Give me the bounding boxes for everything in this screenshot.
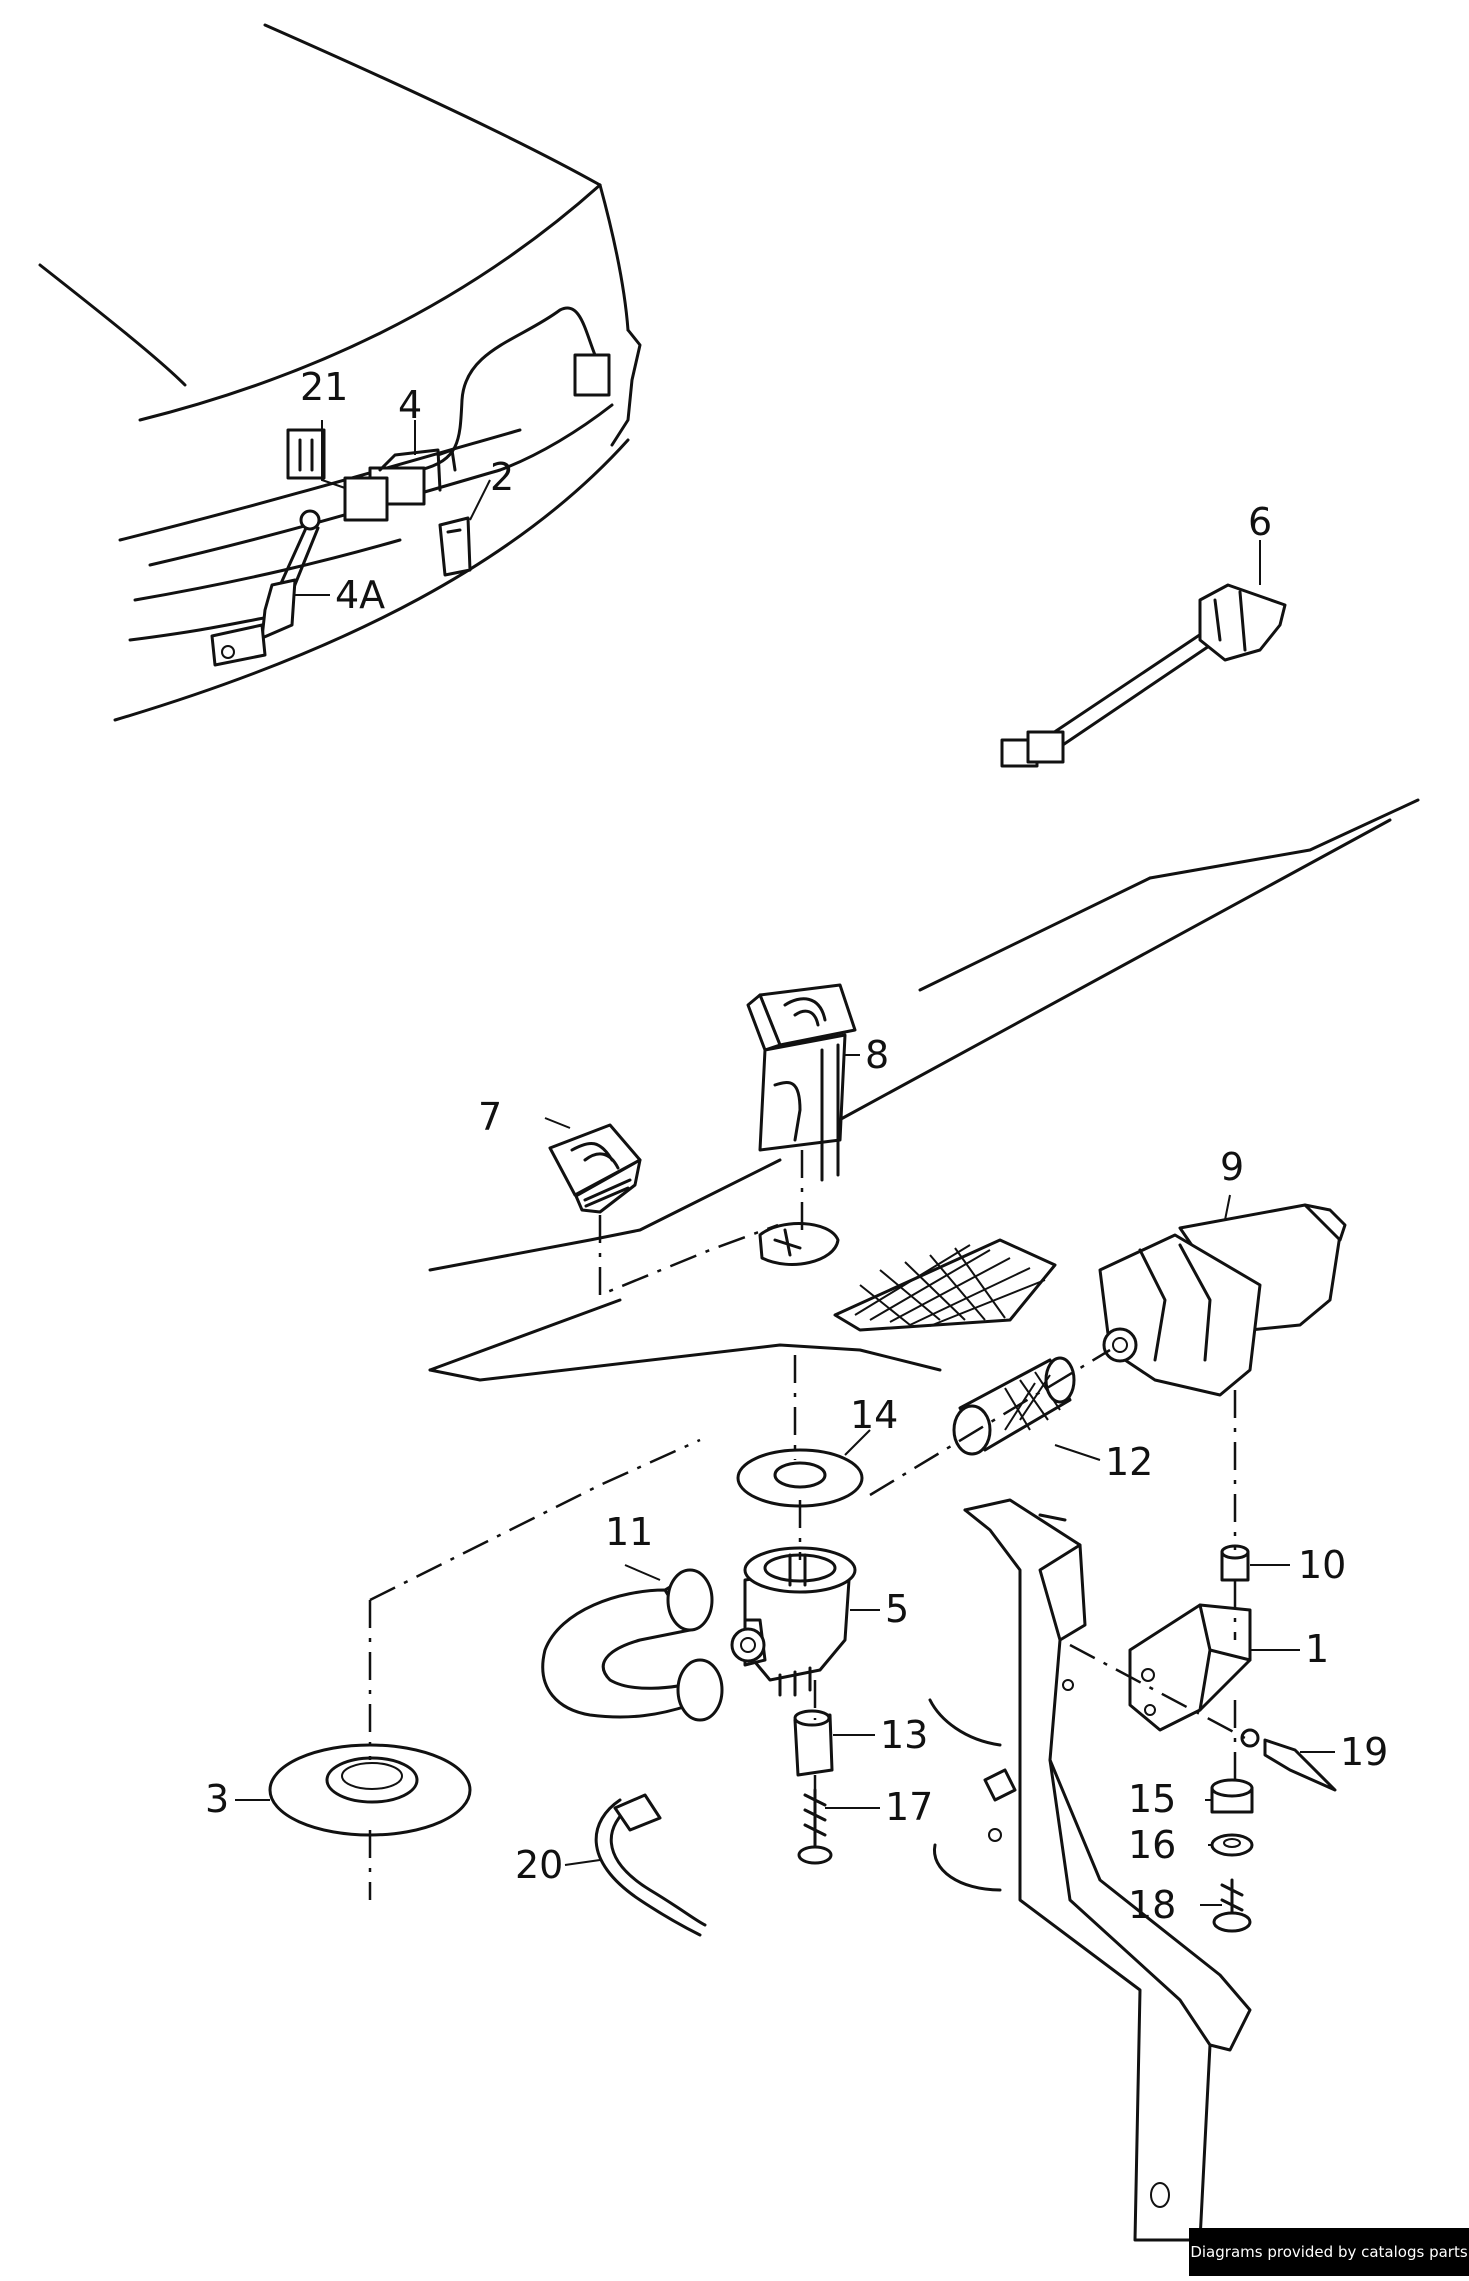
washer-16 (1210, 1833, 1254, 1857)
grille-mesh (833, 1238, 1057, 1332)
wiring-harness-6 (1000, 583, 1287, 768)
callout-18: 18 (1128, 1883, 1176, 1927)
valve-5 (730, 1546, 857, 1697)
cable-tie-20 (594, 1793, 707, 1937)
pump-motor-9 (1098, 1203, 1347, 1397)
callout-13: 13 (880, 1713, 928, 1757)
callout-5: 5 (885, 1587, 909, 1631)
bush-15 (1210, 1778, 1254, 1814)
callout-1: 1 (1305, 1627, 1329, 1671)
filter-12 (952, 1356, 1076, 1456)
callout-labels: 21 4 2 4A 6 8 7 9 14 12 11 5 10 1 19 3 1… (205, 365, 1388, 1927)
screw-17 (797, 1788, 833, 1865)
callout-21: 21 (300, 365, 348, 409)
assembly-axis-lines (368, 1150, 1246, 1900)
callout-11: 11 (605, 1510, 653, 1554)
hose-4a (210, 509, 321, 667)
spacer-13 (793, 1709, 834, 1777)
callout-19: 19 (1340, 1730, 1388, 1774)
callout-10: 10 (1298, 1543, 1346, 1587)
callout-2: 2 (490, 455, 514, 499)
callout-16: 16 (1128, 1823, 1176, 1867)
bumper-outline (428, 798, 1420, 1382)
callout-14: 14 (850, 1393, 898, 1437)
callout-7: 7 (478, 1095, 502, 1139)
grommet-3 (268, 1743, 472, 1837)
bracket (928, 1498, 1252, 2242)
cap-7 (548, 1123, 642, 1214)
wiring-connector-4 (343, 306, 611, 522)
bush-10 (1220, 1544, 1250, 1582)
screw-18 (1212, 1878, 1252, 1933)
callout-15: 15 (1128, 1777, 1176, 1821)
callout-9: 9 (1220, 1145, 1244, 1189)
callout-6: 6 (1248, 500, 1272, 544)
callout-8: 8 (865, 1033, 889, 1077)
leader-lines (235, 420, 1335, 1906)
callout-4: 4 (398, 383, 422, 427)
hose-11 (541, 1568, 724, 1722)
clip-21 (286, 428, 326, 480)
plug-8 (746, 983, 857, 1182)
rivet-19 (1240, 1728, 1337, 1792)
credit-banner: Diagrams provided by catalogs parts (1189, 2228, 1469, 2276)
clip-2 (438, 516, 472, 577)
car-body-outline (38, 23, 642, 722)
callout-20: 20 (515, 1843, 563, 1887)
bracket-1 (1128, 1603, 1252, 1732)
grommet-14 (736, 1448, 864, 1508)
callout-4a: 4A (335, 573, 385, 617)
callout-12: 12 (1105, 1440, 1153, 1484)
mounting-hole (758, 1222, 840, 1266)
callout-3: 3 (205, 1777, 229, 1821)
callout-17: 17 (885, 1785, 933, 1829)
